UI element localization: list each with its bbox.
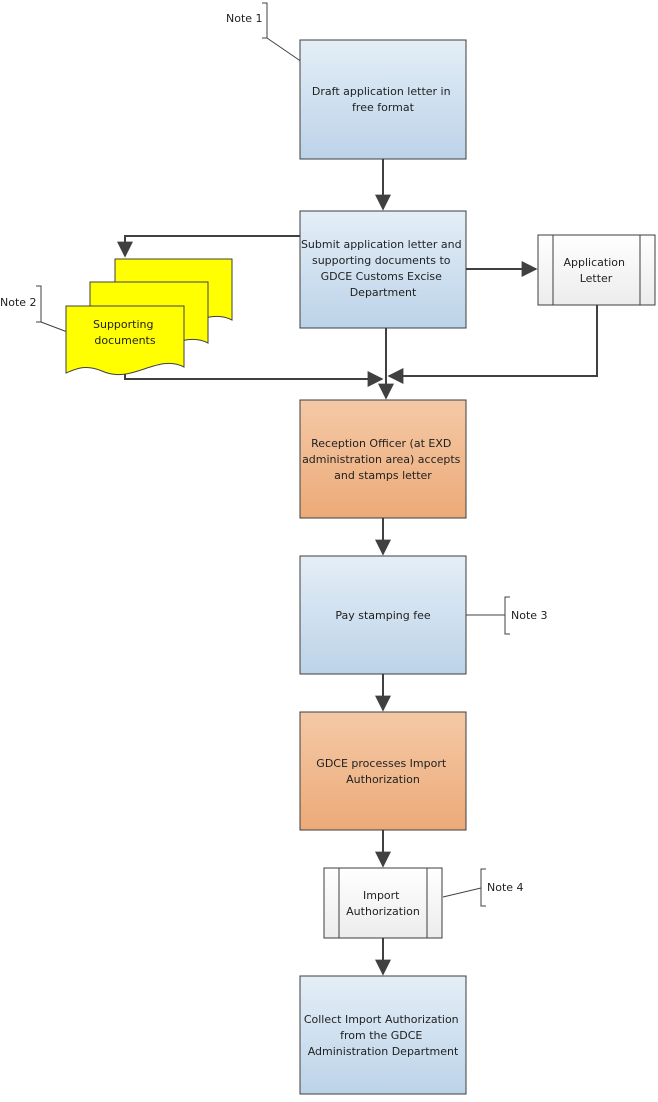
step-reception-box <box>299 399 467 519</box>
note4-bracket <box>480 868 486 907</box>
step-submit-box <box>299 210 467 329</box>
step-processes-label: GDCE processes Import Authorization <box>316 757 449 786</box>
step-submit-line-3: GDCE Customs Excise <box>321 270 443 283</box>
step-processes-line-1: GDCE processes Import <box>316 757 447 770</box>
note4-label: Note 4 <box>487 881 524 894</box>
import-authorization-box <box>323 867 443 939</box>
supporting-documents-line-1: Supporting <box>93 318 154 331</box>
application-letter-label: Application Letter <box>564 256 629 285</box>
step-gdce-processes: GDCE processes Import Authorization <box>299 711 467 831</box>
supporting-documents-label: Supporting documents <box>93 318 157 347</box>
connector-application-letter-to-join <box>387 305 598 384</box>
step-pay-stamping-fee: Pay stamping fee <box>299 555 467 675</box>
note2-bracket <box>36 285 42 323</box>
step-draft-label: Draft application letter in free format <box>312 85 454 114</box>
step-collect-label: Collect Import Authorization from the GD… <box>304 1013 462 1058</box>
step-reception-label: Reception Officer (at EXD administration… <box>302 437 464 482</box>
step-reception-line-3: and stamps letter <box>334 469 432 482</box>
step-processes-box <box>299 711 467 831</box>
step-collect-import-authorization: Collect Import Authorization from the GD… <box>299 975 467 1095</box>
step-reception-line-2: administration area) accepts <box>302 453 461 466</box>
step-draft-application-letter: Draft application letter in free format <box>299 39 467 160</box>
application-letter-box <box>537 234 656 306</box>
step-draft-line-1: Draft application letter in <box>312 85 451 98</box>
note4-leader <box>442 887 482 898</box>
note1-label: Note 1 <box>226 12 263 25</box>
note-callouts <box>36 2 510 907</box>
step-pay-line-1: Pay stamping fee <box>335 609 431 622</box>
step-submit-application: Submit application letter and supporting… <box>299 210 467 329</box>
step-collect-line-2: from the GDCE <box>340 1029 422 1042</box>
application-letter-document: Application Letter <box>537 234 656 306</box>
application-letter-line-1: Application <box>564 256 625 269</box>
supporting-documents-line-2: documents <box>94 334 155 347</box>
connector-supporting-documents-to-join <box>124 368 384 387</box>
connector-submit-to-supporting-documents <box>117 235 300 258</box>
note2-leader <box>40 321 71 334</box>
step-pay-box <box>299 555 467 675</box>
supporting-documents-stack: Supporting documents <box>65 258 233 376</box>
note2-label: Note 2 <box>0 296 37 309</box>
step-submit-line-1: Submit application letter and <box>301 238 462 251</box>
note3-bracket <box>504 596 510 635</box>
step-pay-label: Pay stamping fee <box>335 609 431 622</box>
step-submit-label: Submit application letter and supporting… <box>301 238 465 299</box>
import-authorization-label: Import Authorization <box>346 889 420 918</box>
note1-leader <box>266 37 303 63</box>
step-collect-line-3: Administration Department <box>308 1045 459 1058</box>
step-submit-line-4: Department <box>350 286 417 299</box>
step-collect-line-1: Collect Import Authorization <box>304 1013 459 1026</box>
step-reception-line-1: Reception Officer (at EXD <box>311 437 451 450</box>
step-processes-line-2: Authorization <box>346 773 420 786</box>
step-collect-box <box>299 975 467 1095</box>
supporting-documents-sheet-front <box>65 305 185 376</box>
step-submit-line-2: supporting documents to <box>312 254 451 267</box>
import-authorization-line-2: Authorization <box>346 905 420 918</box>
application-letter-line-2: Letter <box>580 272 613 285</box>
step-reception-officer: Reception Officer (at EXD administration… <box>299 399 467 519</box>
import-authorization-document: Import Authorization <box>323 867 443 939</box>
note1-bracket <box>262 2 268 39</box>
step-draft-line-2: free format <box>352 101 415 114</box>
note3-label: Note 3 <box>511 609 548 622</box>
step-draft-box <box>299 39 467 160</box>
import-authorization-line-1: Import <box>363 889 400 902</box>
